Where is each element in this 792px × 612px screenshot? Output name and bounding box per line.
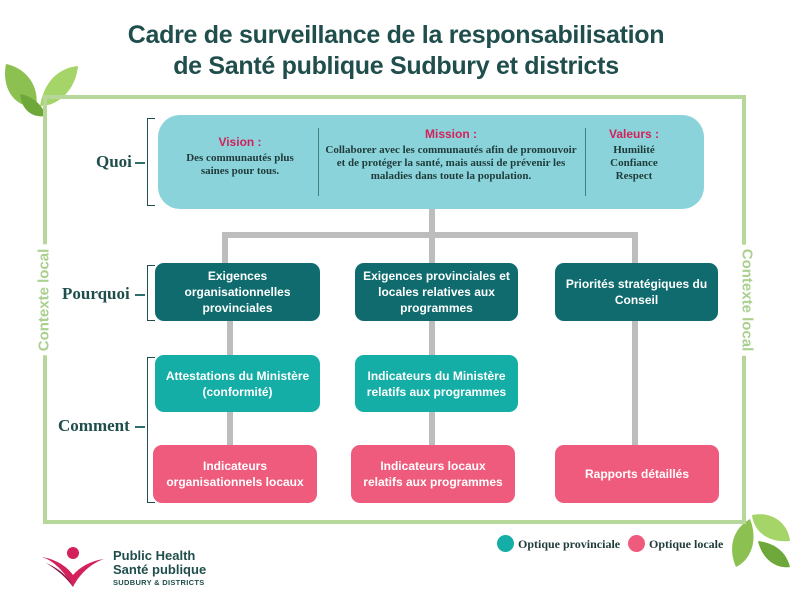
mission-heading: Mission : xyxy=(424,127,477,141)
row-tick-quoi xyxy=(135,162,145,164)
logo-text-public-health: Public Health xyxy=(113,548,196,563)
logo-text-sante-publique: Santé publique xyxy=(113,562,207,577)
value-item: Humilité xyxy=(613,144,655,156)
vision-heading: Vision : xyxy=(218,135,262,149)
connector xyxy=(222,232,228,264)
legend-dot-provincial xyxy=(497,535,514,552)
vision-column: Vision : Des communautés plus saines pou… xyxy=(178,136,302,178)
connector xyxy=(429,209,435,235)
connector xyxy=(429,232,435,264)
public-health-logo-icon xyxy=(42,547,104,587)
box-ministry-attestations: Attestations du Ministère (conformité) xyxy=(155,355,320,412)
values-heading: Valeurs : xyxy=(608,127,660,141)
legend-label-provincial: Optique provinciale xyxy=(518,537,621,551)
vision-mission-values-box xyxy=(158,115,704,209)
connector xyxy=(227,320,233,356)
bracket-quoi xyxy=(147,118,155,206)
diagram-title-line2: de Santé publique Sudbury et districts xyxy=(173,52,619,80)
box-provincial-organisational-requirements: Exigences organisationnelles provinciale… xyxy=(155,263,320,321)
leaf-decoration-bottom-right xyxy=(732,514,790,568)
column-divider xyxy=(585,128,586,196)
mission-column: Mission : Collaborer avec les communauté… xyxy=(325,128,577,183)
box-provincial-local-program-requirements: Exigences provinciales et locales relati… xyxy=(355,263,518,321)
row-tick-pourquoi xyxy=(135,294,145,296)
value-item: Respect xyxy=(615,170,653,182)
box-board-strategic-priorities: Priorités stratégiques du Conseil xyxy=(555,263,718,321)
legend-label-local: Optique locale xyxy=(649,537,724,551)
connector xyxy=(227,412,233,446)
row-label-pourquoi: Pourquoi xyxy=(62,284,130,303)
logo-text-sudbury-districts: SUDBURY & DISTRICTS xyxy=(113,578,205,587)
value-item: Confiance xyxy=(610,157,658,169)
row-label-quoi: Quoi xyxy=(96,152,132,171)
row-label-comment: Comment xyxy=(58,416,130,435)
box-local-organisational-indicators: Indicateurs organisationnels locaux xyxy=(153,445,317,503)
context-label-left: Contexte local xyxy=(33,244,55,356)
diagram-title-line1: Cadre de surveillance de la responsabili… xyxy=(127,21,665,49)
bracket-pourquoi xyxy=(147,265,155,321)
box-local-program-indicators: Indicateurs locaux relatifs aux programm… xyxy=(351,445,515,503)
connector xyxy=(429,412,435,446)
connector xyxy=(632,320,638,446)
connector xyxy=(429,320,435,356)
column-divider xyxy=(318,128,319,196)
context-label-right: Contexte local xyxy=(736,244,758,356)
legend-dot-local xyxy=(628,535,645,552)
bracket-comment xyxy=(147,357,155,503)
values-column: Valeurs : Humilité Confiance Respect xyxy=(592,128,676,183)
box-ministry-program-indicators: Indicateurs du Ministère relatifs aux pr… xyxy=(355,355,518,412)
vision-text: Des communautés plus saines pour tous. xyxy=(186,152,294,177)
row-tick-comment xyxy=(135,426,145,428)
connector xyxy=(632,232,638,264)
mission-text: Collaborer avec les communautés afin de … xyxy=(325,144,577,182)
box-detailed-reports: Rapports détaillés xyxy=(555,445,719,503)
